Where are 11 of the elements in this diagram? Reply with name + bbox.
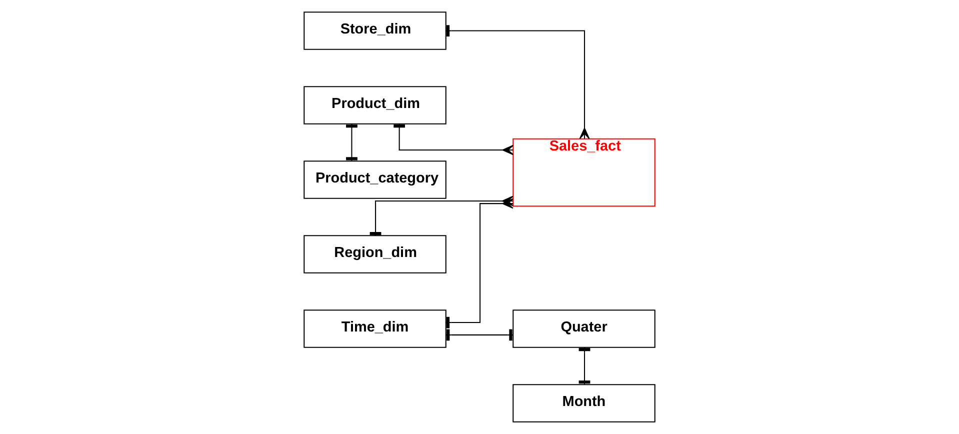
- node-box: Quater: [512, 310, 656, 348]
- connector: [394, 124, 514, 156]
- connector: [346, 124, 358, 161]
- connector: [446, 25, 590, 140]
- node-box: Store_dim: [304, 12, 446, 50]
- node-box: Time_dim: [304, 310, 446, 348]
- node-box: Month: [512, 384, 656, 422]
- node-box: Product_category: [304, 160, 446, 199]
- node-box: Region_dim: [304, 235, 446, 274]
- node-box: Sales_fact: [512, 138, 656, 207]
- node-box: Product_dim: [304, 86, 446, 124]
